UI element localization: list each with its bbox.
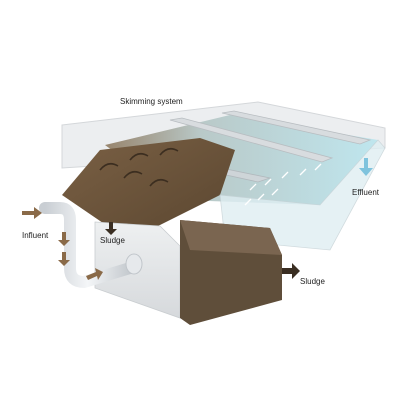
sludge-down-arrow [105,222,117,235]
effluent-label: Effluent [352,188,379,197]
skimmer-flight-arrows [99,147,179,187]
skimmer-rail [221,110,372,145]
influent-arrows [22,207,103,280]
effluent-arrow [359,158,373,176]
skimmer-rail [169,117,334,163]
sludge-outlet-label: Sludge [300,277,325,286]
sludge-hopper-top [180,220,282,255]
sludge-inlet-label: Sludge [100,236,125,245]
sludge-outlet-arrow [282,263,300,279]
influent-label: Influent [22,231,49,240]
sludge-blanket [62,138,235,238]
skimming-system-label: Skimming system [120,97,183,106]
influent-pipe [39,202,143,288]
flow-arrows [244,163,322,206]
